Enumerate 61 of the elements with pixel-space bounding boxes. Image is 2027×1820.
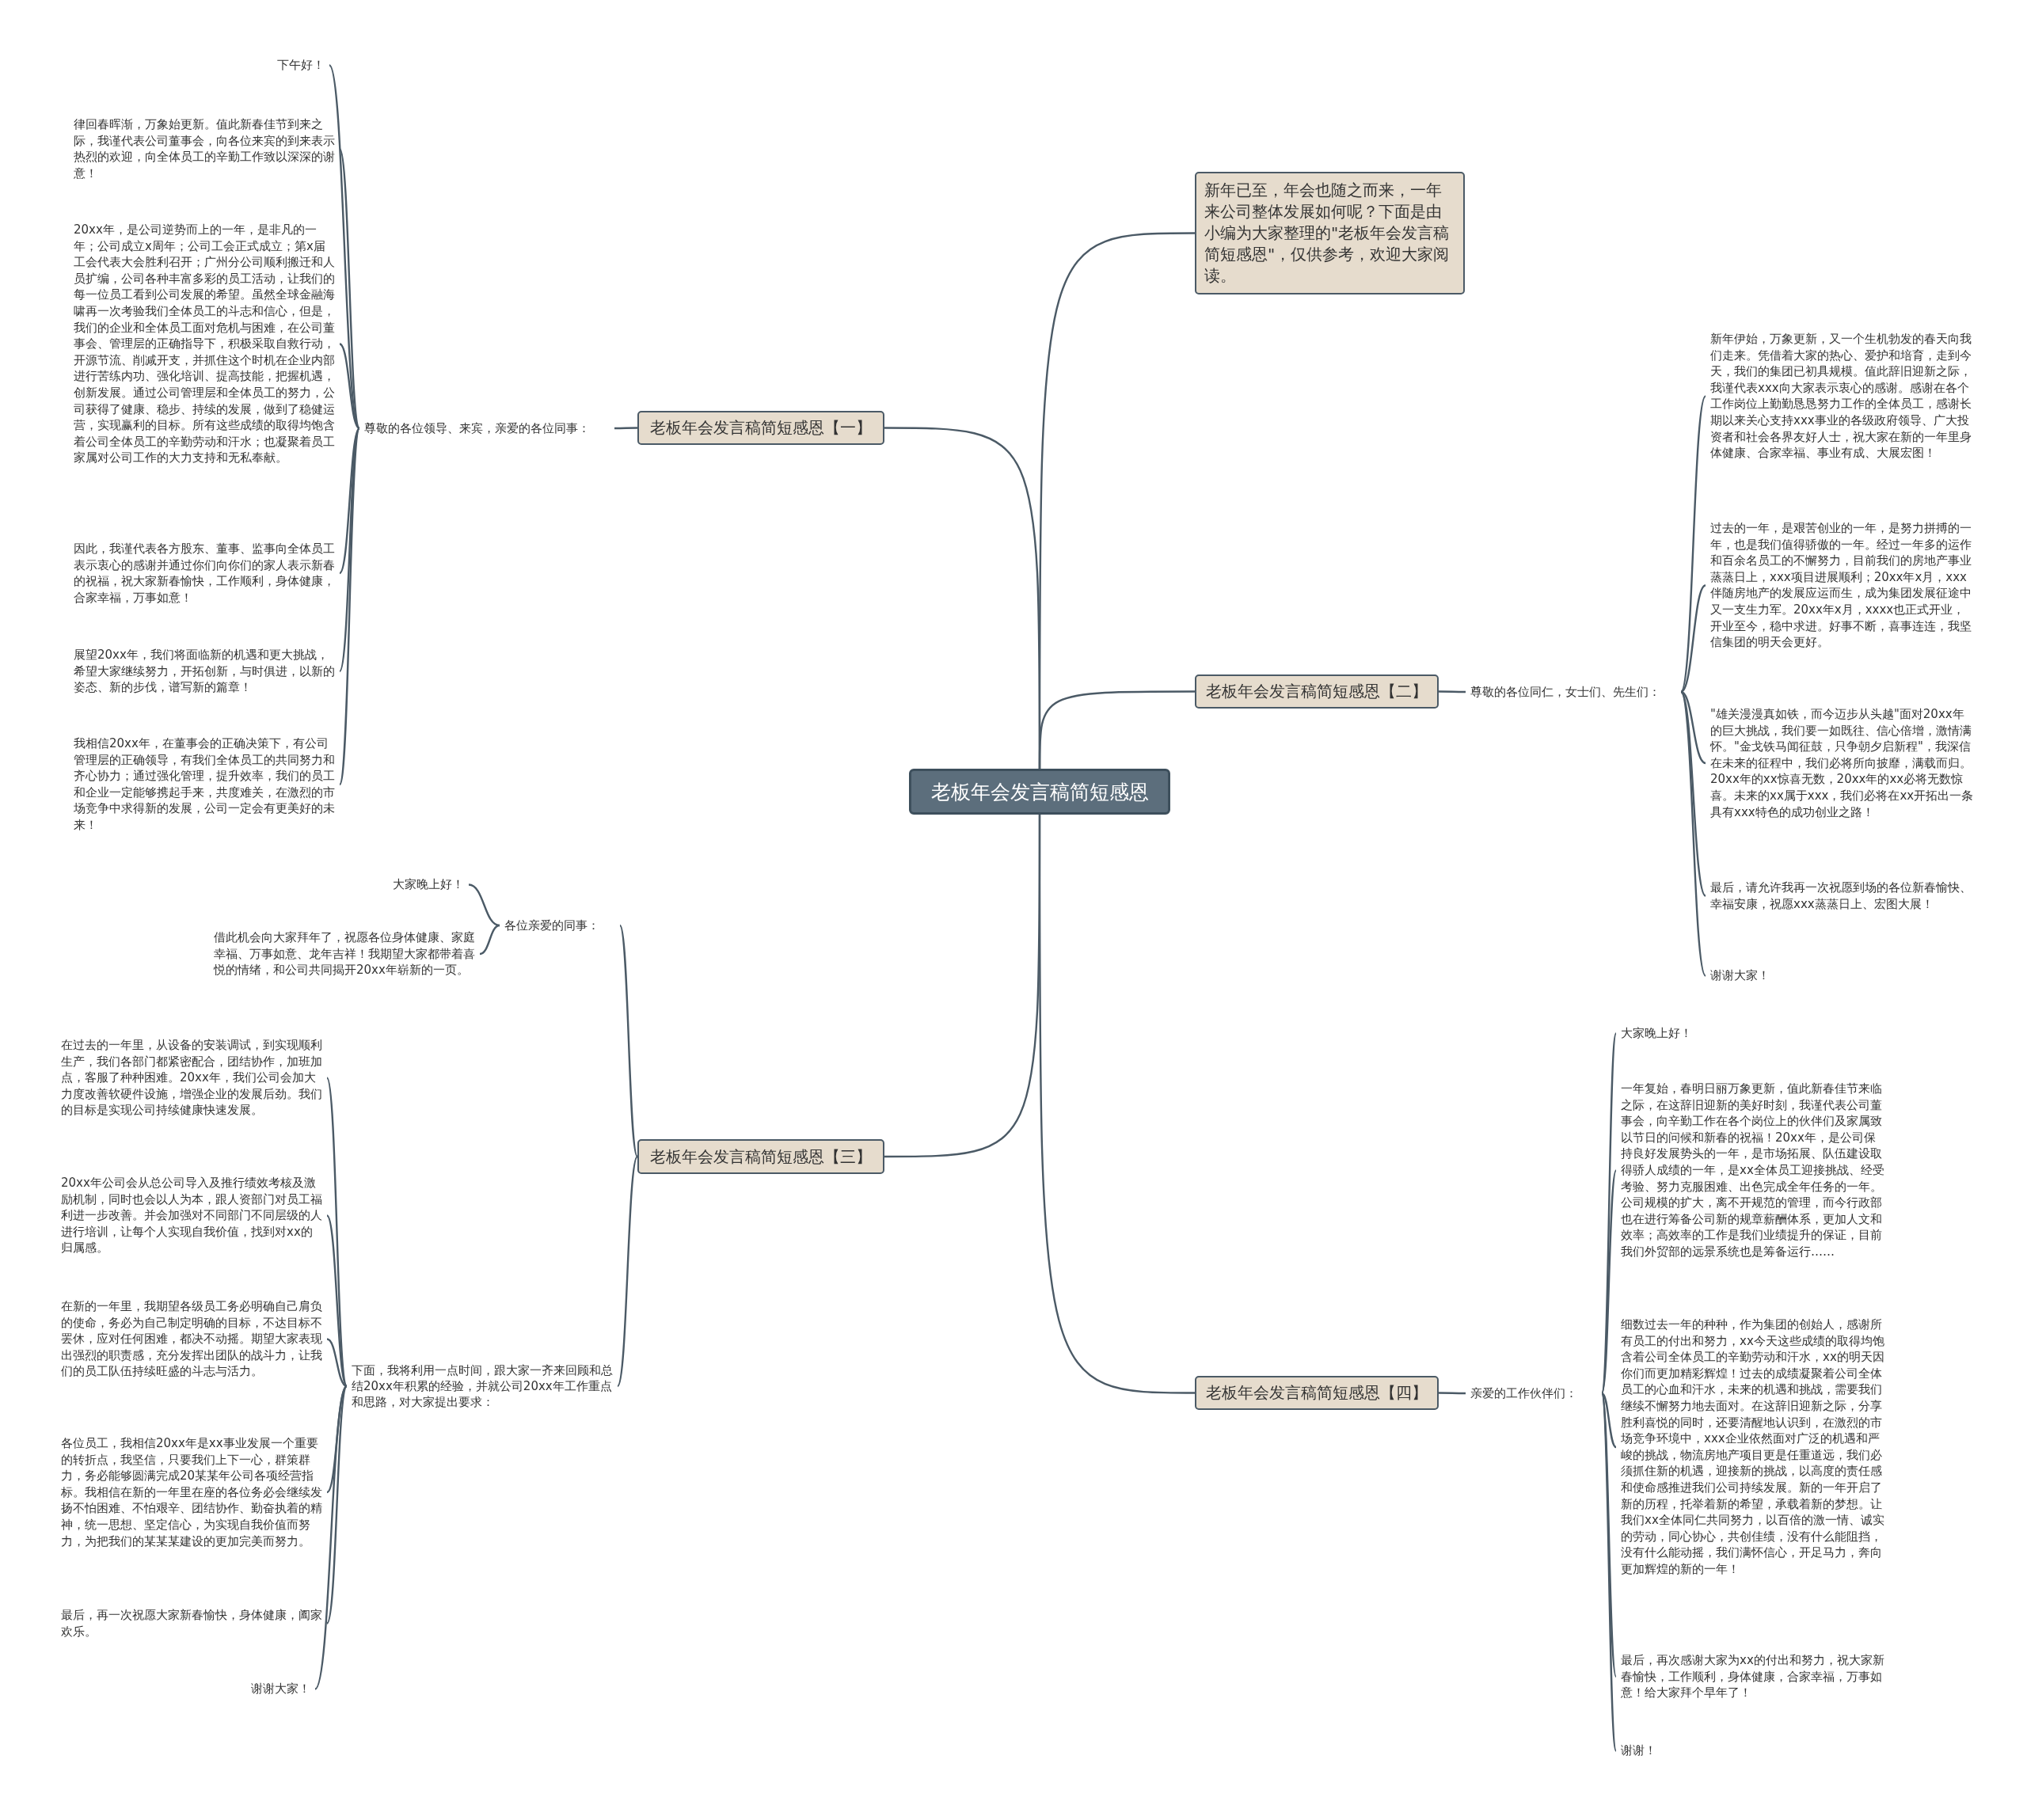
connector-line (1038, 690, 1195, 769)
connector-line (616, 1156, 639, 1387)
connector-line (468, 883, 500, 927)
central-topic-box: 老板年会发言稿简短感恩 (909, 769, 1170, 815)
paragraph-text: 最后，再次感谢大家为xx的付出和努力，祝大家新春愉快，工作顺利，身体健康，合家幸福，万事如意！给大家拜个早年了！ (1621, 1652, 1884, 1701)
connector-line (618, 925, 639, 1157)
connector-line (1680, 691, 1706, 897)
subtopic-text: 亲爱的工作伙伴们： (1470, 1384, 1597, 1403)
connector-line (339, 427, 360, 574)
connector-line (1680, 584, 1706, 693)
connector-line (338, 148, 361, 429)
paragraph-text: 大家晚上好！ (1621, 1025, 1747, 1042)
connector-line (1679, 395, 1707, 693)
connector-line (339, 343, 360, 429)
paragraph-text: 谢谢大家！ (1710, 967, 1837, 984)
paragraph-text: 细数过去一年的种种，作为集团的创始人，感谢所有员工的付出和努力，xx今天这些成绩的取得均饱含着公司全体员工的辛勤劳动和汗水，xx的明天因你们而更加精彩辉煌！过去的成绩凝聚着公司全体员工的心血和汗水，未来的机遇和挑战，需要我们继续不懈努力地去面对。在这辞旧迎新之际，分享胜利喜悦的同时，还要清醒地认识到，在激烈的市场竞争环境中，xxx企业依然面对广泛的机遇和严峻的挑战，物流房地产项目更是任重道远，我们必须抓住新的机遇，迎接新的挑战，以高度的责任感和使命感推进我们公司持续发展。新的一年开启了新的历程，托举着新的希望，承载着新的梦想。让我们xx全体同仁共同努力，以百倍的激一情、诚实的劳动，同心协心，共创佳绩，没有什么能阻挡，没有什么能动摇，我们满怀信心，开足马力，奔向更加辉煌的新的一年！ (1621, 1317, 1884, 1578)
paragraph-text: 下午好！ (277, 57, 325, 74)
connector-line (325, 1385, 348, 1624)
paragraph-text: 最后，再一次祝愿大家新春愉快，身体健康，阖家欢乐。 (61, 1607, 322, 1640)
branch-topic-box: 老板年会发言稿简短感恩【四】 (1195, 1376, 1439, 1410)
paragraph-text: 20xx年，是公司逆势而上的一年，是非凡的一年；公司成立x周年；公司工会正式成立；第x届工会代表大会胜利召开；广州分公司顺利搬迁和人员扩编，公司各种丰富多彩的员工活动，让我们的每一位员工看到公司发展的希望。虽然全球金融海啸再一次考验我们全体员工的斗志和信心，但是，我们的企业和全体员工面对危机与困难，在公司董事会、管理层的正确指导下，积极采取自救行动，开源节流、削减开支，并抓住这个时机在企业内部进行苦练内功、强化培训、提高技能，把握机遇，创新发展。通过公司管理层和全体员工的努力，公司获得了健康、稳步、持续的发展，做到了稳健运营，实现赢利的目标。所有这些成绩的取得均饱含着公司全体员工的辛勤劳动和汗水；也凝聚着员工家属对公司工作的大力支持和无私奉献。 (74, 222, 335, 466)
branch-topic-box: 老板年会发言稿简短感恩【一】 (637, 411, 884, 445)
paragraph-text: 一年复始，春明日丽万象更新，值此新春佳节来临之际，在这辞旧迎新的美好时刻，我谨代表公司董事会，向辛勤工作在各个岗位上的伙伴们及家属致以节日的问候和新春的祝福！20xx年，是公司保持良好发展势头的一年，是市场拓展、队伍建设取得骄人成绩的一年，是xx全体员工迎接挑战、经受考验、努力克服困难、出色完成全年任务的一年。公司规模的扩大，离不开规范的管理，而今行政部也在进行筹备公司新的规章薪酬体系，更加人文和效率；高效率的工作是我们业绩提升的保证，目前我们外贸部的远景系统也是筹备运行…… (1621, 1081, 1884, 1260)
connector-line (338, 427, 361, 785)
paragraph-text: 最后，请允许我再一次祝愿到场的各位新春愉快、幸福安康，祝愿xxx蒸蒸日上、宏图大展！ (1710, 880, 1974, 913)
connector-line (614, 427, 637, 430)
paragraph-text: 在过去的一年里，从设备的安装调试，到实现顺利生产，我们各部门都紧密配合，团结协作，加班加点，客服了种种困难。20xx年，我们公司会加大力度改善软硬件设施，增强企业的发展后劲。我们的目标是实现公司持续健康快速发展。 (61, 1037, 322, 1119)
connector-line (1439, 690, 1466, 693)
branch-topic-box: 老板年会发言稿简短感恩【二】 (1195, 674, 1439, 709)
connector-line (326, 1338, 348, 1388)
connector-line (1600, 1393, 1618, 1751)
connector-line (1680, 690, 1706, 765)
subtopic-text: 各位亲爱的同事： (504, 916, 615, 935)
paragraph-text: 借此机会向大家拜年了，祝愿各位身体健康、家庭幸福、万事如意、龙年吉祥！我期望大家都带着喜悦的情绪，和公司共同揭开20xx年崭新的一页。 (214, 929, 475, 978)
intro-box: 新年已至，年会也随之而来，一年来公司整体发展如何呢？下面是由小编为大家整理的"老板年会发言稿简短感恩"，仅供参考，欢迎大家阅读。 (1195, 172, 1465, 294)
paragraph-text: 新年伊始，万象更新，又一个生机勃发的春天向我们走来。凭借着大家的热心、爱护和培育，走到今天，我们的集团已初具规模。值此辞旧迎新之际，我谨代表xxx向大家表示衷心的感谢。感谢在各个工作岗位上勤勤恳恳努力工作的全体员工，感谢长期以来关心支持xxx事业的各级政府领导、广大投资者和社会各界友好人士，祝大家在新的一年里身体健康、合家幸福、事业有成、大展宏图！ (1710, 331, 1974, 462)
paragraph-text: 20xx年公司会从总公司导入及推行绩效考核及激励机制，同时也会以人为本，跟人资部门对员工福利进一步改善。并会加强对不同部门不同层级的人进行培训，让每个人实现自我价值，找到对xx的归属感。 (61, 1175, 322, 1256)
subtopic-text: 尊敬的各位同仁，女士们、先生们： (1470, 682, 1676, 701)
paragraph-text: 各位员工，我相信20xx年是xx事业发展一个重要的转折点，我坚信，只要我们上下一心，群策群力，务必能够圆满完成20某某年公司各项经营指标。我相信在新的一年里在座的各位务必会继续发扬不怕困难、不怕艰辛、团结协作、勤奋执着的精神，统一思想、坚定信心，为实现自我价值而努力，为把我们的某某某建设的更加完美而努力。 (61, 1435, 322, 1550)
paragraph-text: 我相信20xx年，在董事会的正确决策下，有公司管理层的正确领导，有我们全体员工的共同努力和齐心协力；通过强化管理，提升效率，我们的员工和企业一定能够携起手来，共度难关，在激烈的市场竞争中求得新的发展，公司一定会有更美好的未来！ (74, 735, 335, 834)
paragraph-text: 过去的一年，是艰苦创业的一年，是努力拼搏的一年，也是我们值得骄傲的一年。经过一年多的运作和百余名员工的不懈努力，目前我们的房地产事业蒸蒸日上，xxx项目进展顺利；20xx年x月，xxx伴随房地产的发展应运而生，成为集团发展征途中又一支生力军。20xx年x月，xxxx也正式开业，开业至今，稳中求进。好事不断，喜事连连，我坚信集团的明天会更好。 (1710, 520, 1974, 651)
branch-topic-box: 老板年会发言稿简短感恩【三】 (637, 1139, 884, 1174)
connector-line (1038, 815, 1195, 1394)
paragraph-text: "雄关漫漫真如铁，而今迈步从头越"面对20xx年的巨大挑战，我们要一如既往、信心倍增，激情满怀。"金戈铁马闻征鼓，只争朝夕启新程"，我深信在未来的征程中，我们必将所向披靡，满载而归。20xx年的xx惊喜无数，20xx年的xx必将无数惊喜。未来的xx属于xxx，我们必将在xx开拓出一条具有xxx特色的成功创业之路！ (1710, 706, 1974, 821)
connector-line (1601, 1393, 1617, 1448)
connector-line (326, 1214, 348, 1387)
connector-line (479, 924, 500, 956)
paragraph-text: 律回春晖渐，万象始更新。值此新春佳节到来之际，我谨代表公司董事会，向各位来宾的到来表示热烈的欢迎，向全体员工的辛勤工作致以深深的谢意！ (74, 116, 335, 182)
paragraph-text: 谢谢！ (1621, 1742, 1747, 1759)
paragraph-text: 大家晚上好！ (393, 876, 464, 893)
connector-line (1439, 1392, 1466, 1395)
connector-line (1679, 691, 1707, 977)
connector-line (314, 1385, 348, 1690)
connector-line (1600, 1033, 1618, 1394)
paragraph-text: 在新的一年里，我期望各级员工务必明确自己肩负的使命，务必为自己制定明确的目标，不达目标不罢休，应对任何困难，都决不动摇。期望大家表现出强烈的职责感，充分发挥出团队的战斗力，让我们的员工队伍持续旺盛的斗志与活力。 (61, 1298, 322, 1380)
paragraph-text: 展望20xx年，我们将面临新的机遇和更大挑战，希望大家继续努力，开拓创新，与时俱进，以新的姿态、新的步伐，谱写新的篇章！ (74, 647, 335, 696)
subtopic-text: 下面，我将利用一点时间，跟大家一齐来回顾和总结20xx年积累的经验，并就公司20xx年工作重点和思路，对大家提出要求： (352, 1361, 613, 1412)
paragraph-text: 谢谢大家！ (251, 1681, 310, 1697)
subtopic-text: 尊敬的各位领导、来宾，亲爱的各位同事： (364, 419, 610, 438)
connector-line (1600, 1170, 1618, 1394)
paragraph-text: 因此，我谨代表各方股东、董事、监事向全体员工表示衷心的感谢并通过你们向你们的家人表示新春的祝福，祝大家新春愉快，工作顺利，身体健康，合家幸福，万事如意！ (74, 541, 335, 606)
